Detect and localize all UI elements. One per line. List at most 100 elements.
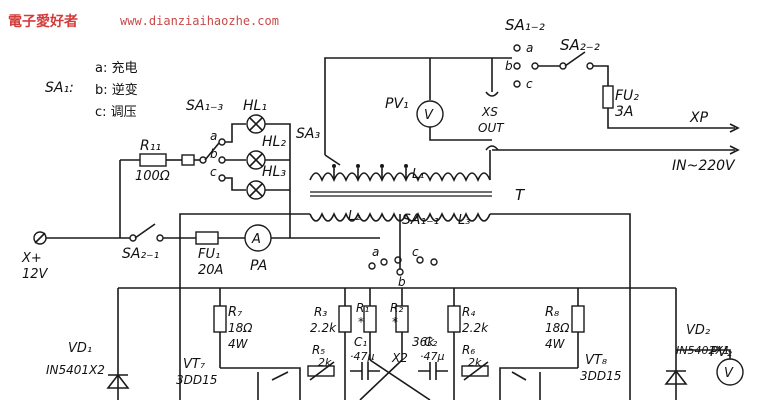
fuse-fu1: [195, 231, 219, 245]
c2-value: ·47μ: [420, 350, 445, 363]
transformer-secondary-l3: [405, 211, 491, 222]
hl3-label: HL₃: [262, 164, 286, 180]
c2-label: C₂: [424, 335, 437, 349]
resistor-r1: [363, 305, 377, 333]
watermark-site-name: 電子愛好者: [8, 13, 78, 30]
l3-label: L₃: [458, 213, 470, 228]
r11-series-element: [181, 154, 195, 166]
sa1-2-contact-a: [513, 44, 521, 52]
vd1-type: IN5401X2: [46, 363, 105, 377]
r8-power: 4W: [545, 337, 566, 351]
vt8-label: VT₈: [585, 353, 607, 368]
sa1-1-label: SA₁₋₁: [402, 212, 439, 228]
pv1-symbol: V: [424, 108, 434, 123]
wire-top-rail: [324, 57, 512, 155]
sa1-1-pos-c: c: [412, 245, 419, 259]
r6-value: 2k: [468, 356, 482, 369]
primary-taps: [333, 168, 407, 180]
r3-value: 2.2k: [310, 321, 337, 335]
resistor-r2: [395, 305, 409, 333]
r6-label: R₆: [462, 343, 475, 357]
vd1-label: VD₁: [68, 341, 92, 356]
fu1-label: FU₁: [198, 247, 220, 262]
wire-cross-coupling: [359, 359, 431, 400]
l1-label: L₁: [412, 167, 424, 182]
l2-label: L₂: [348, 209, 360, 224]
in-arrow: [729, 145, 740, 155]
sa1-3-contact-a: [218, 138, 226, 146]
sa1-3-contact-c: [218, 174, 226, 182]
diode-vd1: [106, 373, 130, 389]
r5-value: 2k: [318, 356, 332, 369]
xp-label: XP: [689, 110, 709, 126]
voltmeter-pv2: [716, 358, 744, 386]
r2-label: R₂: [390, 301, 403, 315]
sa2-1-blade: [134, 223, 156, 239]
sa1-1-pos-b: b: [398, 275, 406, 289]
battery-terminal-mark: [34, 232, 46, 244]
transistor-vt7: [220, 367, 301, 400]
resistor-r3: [338, 305, 352, 333]
legend-switch-label: SA₁:: [45, 80, 74, 96]
xp-arrow: [729, 123, 740, 133]
legend-a: a: 充电: [95, 60, 137, 76]
sa1-2-contact-b: [513, 62, 521, 70]
legend-c: c: 调压: [95, 105, 137, 120]
r4-value: 2.2k: [462, 321, 489, 335]
r11-value: 100Ω: [135, 169, 170, 184]
r6-arrow: [463, 361, 489, 381]
sa1-3-contact-b: [218, 156, 226, 164]
sa1-1-contact-c2: [430, 258, 438, 266]
out-label: OUT: [478, 121, 505, 135]
r5-arrow: [309, 361, 335, 381]
sa2-1-contact-right: [156, 234, 164, 242]
r8-label: R₈: [545, 305, 559, 320]
pa-label: PA: [250, 258, 267, 274]
k36-label: 36k: [412, 335, 435, 349]
watermark-url: www.dianziaihaozhe.com: [120, 14, 279, 28]
sa1-3-label: SA₁₋₃: [186, 98, 223, 114]
r5-label: R₅: [312, 343, 325, 357]
capacitor-c2: [418, 362, 448, 380]
tap-dot-2: [356, 164, 360, 168]
transformer-secondary-l2: [309, 211, 407, 222]
r7-power: 4W: [228, 337, 249, 351]
r2-value: *: [392, 315, 398, 329]
sa1-2-common: [531, 62, 539, 70]
lamp-hl1: [246, 114, 266, 134]
tap-dot-4: [404, 164, 408, 168]
resistor-r11: [139, 153, 167, 167]
pv2-symbol: V: [724, 366, 734, 381]
pv1-label: PV₁: [385, 96, 409, 112]
wire-secondary-right: [490, 213, 631, 400]
sa1-2-contact-c: [513, 80, 521, 88]
r1-value: *: [358, 315, 364, 329]
diode-vd2: [664, 369, 688, 385]
transistor-vt8: [499, 367, 578, 400]
sa2-2-label: SA₂₋₂: [560, 36, 600, 54]
wire-pv2: [676, 349, 731, 360]
vt7-label: VT₇: [183, 357, 206, 372]
x2-label: X2: [391, 351, 408, 365]
sa1-1-contact-c1: [416, 256, 424, 264]
transformer-core: [310, 191, 492, 197]
vd2-type: IN5402X1: [676, 344, 730, 357]
fu1-rating: 20A: [198, 263, 223, 278]
pv2-label: PV₂: [710, 345, 732, 360]
sa1-1-pos-a: a: [372, 245, 379, 259]
r7-value: 18Ω: [228, 321, 253, 335]
vt7-type: 3DD15: [176, 373, 217, 387]
tap-dot-3: [380, 164, 384, 168]
in-220v-label: IN~220V: [672, 158, 736, 174]
wire-secondary-left: [179, 213, 310, 400]
wire-lamps-out: [265, 123, 291, 238]
sa2-2-blade: [564, 51, 586, 67]
tap-dot-1: [332, 164, 336, 168]
lamp-hl3: [246, 180, 266, 200]
fu2-label: FU₂: [615, 88, 639, 104]
c1-label: C₁: [354, 335, 367, 349]
battery-plus-label: X+: [21, 251, 42, 266]
sa1-3-pos-c: c: [210, 165, 217, 179]
r8-value: 18Ω: [545, 321, 570, 335]
